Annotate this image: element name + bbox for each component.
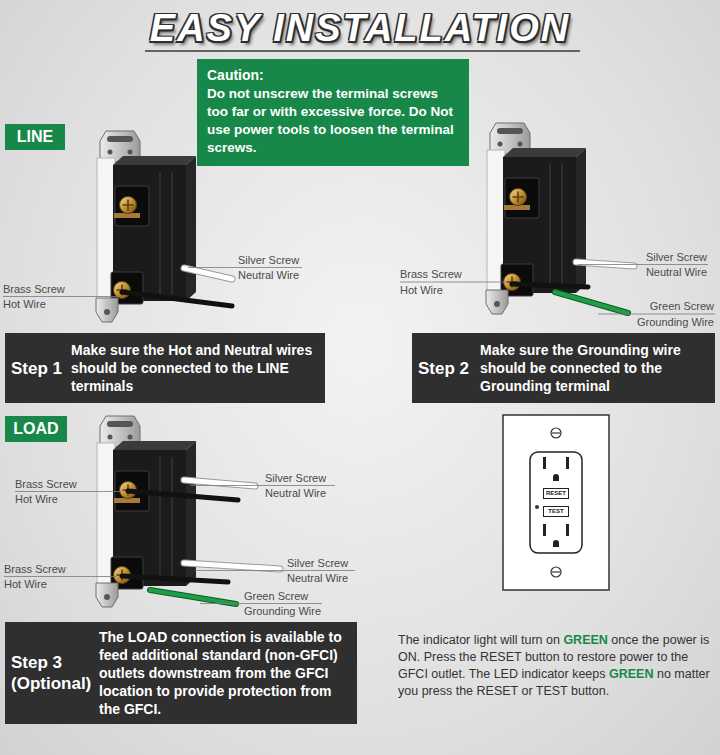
black-wire xyxy=(122,576,228,582)
green-wire xyxy=(150,590,236,604)
leader-line xyxy=(195,570,355,571)
gfci-outlet-icon xyxy=(503,415,609,590)
gfci-outlet-icon xyxy=(551,567,561,577)
part-label: Hot Wire xyxy=(4,578,47,590)
device-load xyxy=(96,416,280,607)
device-ground xyxy=(486,123,634,314)
green-wire xyxy=(555,292,628,313)
part-label: Neutral Wire xyxy=(287,572,348,584)
part-label: Green Screw xyxy=(650,300,714,312)
step-box: Step 3 (Optional)The LOAD connection is … xyxy=(5,622,357,724)
outlet-button: TEST xyxy=(543,506,569,517)
part-label: Grounding Wire xyxy=(637,316,714,328)
section-tag-text: LINE xyxy=(17,128,53,146)
gfci-outlet-icon xyxy=(535,505,539,509)
part-label: Brass Screw xyxy=(3,283,65,295)
step-number: Step 2 xyxy=(418,358,480,379)
black-wire xyxy=(122,292,232,306)
outlet-button: RESET xyxy=(543,488,569,499)
white-wire xyxy=(184,268,232,279)
leader-line xyxy=(3,265,715,604)
gfci-outlet-icon xyxy=(566,524,569,536)
step-number: Step 3 (Optional) xyxy=(11,652,99,694)
gfci-outlet-icon xyxy=(503,415,609,590)
leader-line xyxy=(578,264,708,265)
step-text: Make sure the Grounding wire should be c… xyxy=(480,341,709,395)
part-label: Silver Screw xyxy=(287,557,348,569)
gfci-outlet-icon xyxy=(553,540,559,547)
part-label: Neutral Wire xyxy=(265,487,326,499)
part-label: Hot Wire xyxy=(400,284,443,296)
caution-text: Do not unscrew the terminal screws too f… xyxy=(207,85,459,157)
gfci-outlet-icon xyxy=(566,457,569,469)
note-highlight: GREEN xyxy=(563,633,607,647)
note-text: The indicator light will turn on xyxy=(398,633,560,647)
part-label: Silver Screw xyxy=(265,472,326,484)
gfci-outlet-icon xyxy=(553,474,559,481)
part-label: Hot Wire xyxy=(15,493,58,505)
leader-line xyxy=(598,314,715,315)
section-tag-text: LOAD xyxy=(13,420,58,438)
button-text: TEST xyxy=(548,508,563,515)
step-box: Step 1Make sure the Hot and Neutral wire… xyxy=(5,333,325,403)
leader-line xyxy=(4,576,116,577)
note-highlight: GREEN xyxy=(609,667,653,681)
button-text: RESET xyxy=(546,490,566,497)
leader-line xyxy=(15,491,122,492)
leader-line xyxy=(190,485,335,486)
black-wire xyxy=(128,491,238,500)
part-label: Neutral Wire xyxy=(238,269,299,281)
gfci-outlet-icon xyxy=(530,452,582,553)
caution-heading: Caution: xyxy=(207,66,459,85)
part-label: Green Screw xyxy=(244,590,308,602)
leader-line xyxy=(400,282,508,283)
leader-line xyxy=(200,603,322,604)
note-paragraph: The indicator light will turn on GREEN o… xyxy=(398,632,716,700)
part-label: Brass Screw xyxy=(15,478,77,490)
green-wire xyxy=(555,292,628,313)
page-title: EASY INSTALLATION xyxy=(0,6,720,50)
gfci-outlet-icon xyxy=(543,524,546,536)
gfci-outlet-icon xyxy=(551,428,561,438)
green-wire xyxy=(555,292,628,313)
step-text: Make sure the Hot and Neutral wires shou… xyxy=(71,341,319,395)
part-label: Brass Screw xyxy=(4,563,66,575)
part-label: Hot Wire xyxy=(3,298,46,310)
part-label: Brass Screw xyxy=(400,268,462,280)
white-wire xyxy=(184,268,232,279)
step-box: Step 2Make sure the Grounding wire shoul… xyxy=(412,333,715,403)
section-tag: LOAD xyxy=(5,416,67,442)
leader-line xyxy=(188,267,302,268)
white-wire xyxy=(184,563,280,569)
part-label: Neutral Wire xyxy=(646,266,707,278)
white-wire xyxy=(184,268,232,279)
caution-box: Caution:Do not unscrew the terminal scre… xyxy=(197,59,469,166)
part-label: Grounding Wire xyxy=(244,605,321,617)
white-wire xyxy=(576,262,634,266)
black-wire xyxy=(512,284,588,287)
gfci-outlet-icon xyxy=(552,432,560,433)
white-wire xyxy=(184,563,280,569)
section-tag: LINE xyxy=(5,124,65,150)
step-number: Step 1 xyxy=(11,358,71,379)
white-wire xyxy=(576,262,634,266)
part-label: Silver Screw xyxy=(646,251,707,263)
gfci-outlet-icon xyxy=(543,457,546,469)
title-rule xyxy=(145,50,580,52)
green-wire xyxy=(150,590,236,604)
part-label: Silver Screw xyxy=(238,254,299,266)
gfci-outlet-icon xyxy=(552,571,560,572)
white-wire xyxy=(576,262,634,266)
step-text: The LOAD connection is available to feed… xyxy=(99,628,351,718)
leader-line xyxy=(3,296,118,297)
white-wire xyxy=(184,563,280,569)
green-wire xyxy=(150,590,236,604)
